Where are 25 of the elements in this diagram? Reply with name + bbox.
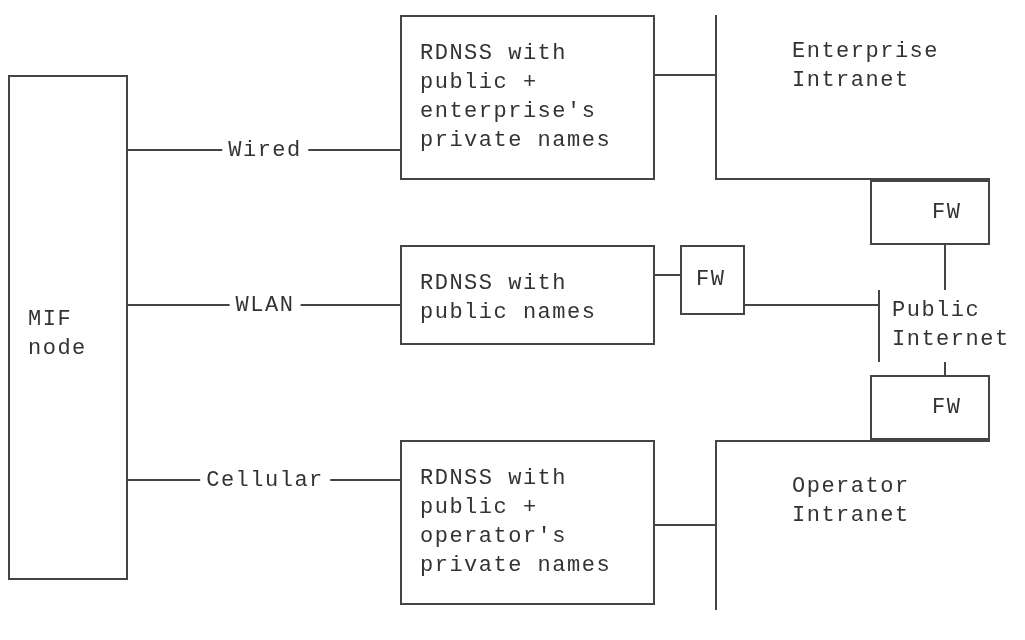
network-region (715, 15, 990, 180)
rdnss-box (400, 245, 655, 345)
rdnss-box (400, 440, 655, 605)
node-label: RDNSS with public names (420, 270, 598, 327)
connector-line (944, 244, 946, 291)
node-label: Public Internet (892, 297, 1011, 354)
connector-line (944, 361, 946, 376)
rdnss-box (400, 15, 655, 180)
node-label: Enterprise Intranet (792, 38, 941, 95)
network-region (715, 440, 990, 610)
connector-line (654, 524, 716, 526)
node-label: MIF node (28, 306, 88, 363)
connector-line (654, 74, 716, 76)
node-box (8, 75, 128, 580)
node-label: RDNSS with public + operator's private names (420, 465, 613, 580)
node-label: RDNSS with public + enterprise's private names (420, 40, 613, 155)
firewall-box (680, 245, 745, 315)
firewall-box (870, 375, 990, 440)
node-label: Operator Intranet (792, 473, 911, 530)
node-label: FW (932, 199, 963, 227)
node-label: FW (932, 394, 963, 422)
firewall-box (870, 180, 990, 245)
node-label: FW (696, 266, 727, 294)
connector-line (744, 304, 879, 306)
connector-line (654, 274, 681, 276)
